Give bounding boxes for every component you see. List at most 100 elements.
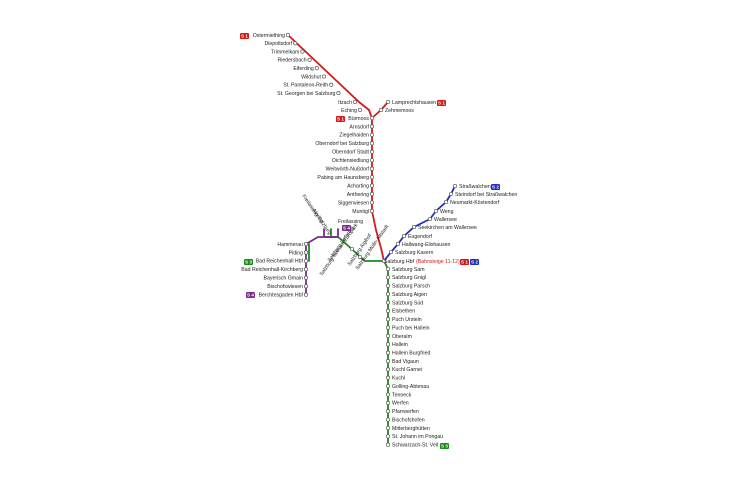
station-marker-st-johann-im-pongau[interactable] [385, 434, 391, 439]
station-label-eugendorf: Eugendorf [408, 234, 432, 240]
station-marker-oberalm[interactable] [385, 333, 391, 339]
station-marker-steindorf-bei-strasswalchen[interactable] [448, 191, 454, 197]
station-marker-bad-reichenhall-hbf[interactable] [303, 258, 309, 263]
station-marker-werfen[interactable] [385, 400, 391, 405]
station-marker-st-pantaleon-reith[interactable] [329, 82, 334, 87]
station-marker-st-georgen-bei-salzburg[interactable] [336, 91, 341, 96]
station-label-weng: Weng [440, 209, 454, 215]
station-marker-bischofswiesen[interactable] [303, 284, 309, 289]
station-label-salzburg-parsch: Salzburg Parsch [392, 284, 430, 290]
station-marker-bad-vigaun[interactable] [385, 359, 391, 364]
station-marker-neumarkt-kostendorf[interactable] [443, 199, 449, 205]
station-label-freilassing: Freilassing [338, 219, 363, 225]
station-marker-weng[interactable] [433, 208, 439, 214]
station-label-oberndorf-bei-salzburg: Oberndorf bei Salzburg [315, 141, 369, 147]
station-marker-puch-bei-hallein[interactable] [385, 325, 391, 330]
svg-text:S 1: S 1 [337, 117, 344, 122]
station-marker-tenneck[interactable] [385, 392, 391, 397]
station-marker-pabing-am-haunsberg[interactable] [369, 175, 375, 180]
station-marker-eugendorf[interactable] [401, 233, 407, 239]
station-marker-wallersee[interactable] [427, 216, 433, 222]
station-marker-piding[interactable] [303, 250, 309, 255]
station-label-salzburg-kasern: Salzburg Kasern [395, 250, 433, 256]
station-label-burmoos: Bürmoos [348, 116, 369, 122]
station-marker-hammerau[interactable] [303, 241, 309, 247]
station-label-ostermiething: Ostermiething [253, 33, 285, 39]
station-marker-bayerisch-gmain[interactable] [303, 275, 309, 280]
station-marker-anthering[interactable] [369, 192, 375, 197]
station-marker-weitworth-nussdorf[interactable] [369, 166, 375, 171]
svg-text:S 3: S 3 [245, 260, 252, 265]
line-badge-s3: S 3 [440, 443, 449, 449]
station-marker-burmoos[interactable] [369, 115, 375, 121]
station-marker-hallein-burgfried[interactable] [385, 350, 391, 355]
station-marker-salzburg-kasern[interactable] [388, 249, 394, 255]
station-marker-ostermiething[interactable] [285, 32, 291, 38]
line-badge-s4: S 4 [342, 225, 351, 231]
station-label-werfen: Werfen [392, 401, 409, 407]
station-marker-lamprechtshausen[interactable] [385, 99, 391, 105]
station-marker-eching[interactable] [357, 107, 363, 113]
station-marker-hallein[interactable] [385, 342, 391, 347]
station-label-hallwang-elixhausen: Hallwang-Elixhausen [402, 242, 451, 248]
station-label-seekirchen-am-wallersee: Seekirchen am Wallersee [418, 225, 477, 231]
station-marker-salzburg-taxham-europark[interactable] [349, 246, 355, 252]
station-label-eiferding: Eiferding [293, 66, 314, 72]
station-marker-golling-abtenau[interactable] [385, 384, 391, 389]
station-marker-wildshut[interactable] [321, 74, 327, 79]
track-s2 [383, 185, 456, 262]
track-s1-north [287, 34, 370, 111]
line-badge-s2: S 2 [491, 184, 500, 190]
station-marker-acharting[interactable] [369, 183, 375, 188]
station-marker-oberndorf-bei-salzburg[interactable] [369, 141, 375, 146]
station-marker-berchtesgaden-hbf[interactable] [303, 292, 309, 297]
station-label-schwarzach-st-veit: Schwarzach-St. Veit [392, 443, 439, 449]
station-marker-zehmemoos[interactable] [378, 107, 384, 113]
station-marker-arnsdorf[interactable] [369, 124, 375, 129]
station-marker-pfarrwerfen[interactable] [385, 409, 391, 414]
station-marker-salzburg-sam[interactable] [385, 266, 391, 272]
svg-text:S 3: S 3 [441, 444, 448, 449]
station-marker-siggerwiesen[interactable] [369, 200, 375, 205]
station-marker-salzburg-hbf[interactable] [381, 258, 387, 264]
station-label-pfarrwerfen: Pfarrwerfen [392, 409, 419, 415]
station-label-salzburg-hbf: Salzburg Hbf [384, 259, 415, 265]
station-marker-salzburg-parsch[interactable] [385, 283, 391, 288]
station-marker-eiferding[interactable] [314, 66, 319, 71]
station-marker-schwarzach-st-veit[interactable] [385, 442, 391, 447]
station-label-st-georgen-bei-salzburg: St. Georgen bei Salzburg [277, 91, 335, 97]
label-layer: OstermiethingDiepoltsdorfTrimmelkamRiede… [241, 33, 517, 449]
station-marker-riedersbach[interactable] [307, 57, 312, 62]
station-marker-salzburg-sud[interactable] [385, 300, 391, 305]
station-label-st-pantaleon-reith: St. Pantaleon-Reith [283, 83, 328, 89]
station-label-oberndorf-stadt: Oberndorf Stadt [332, 150, 369, 156]
station-marker-kuchl[interactable] [385, 375, 391, 380]
station-label-hallein-burgfried: Hallein Burgfried [392, 351, 430, 357]
station-marker-puch-urstein[interactable] [385, 317, 391, 322]
station-label-salzburg-gnigl: Salzburg Gnigl [392, 275, 426, 281]
station-marker-ziegelhaiden[interactable] [369, 132, 375, 137]
station-label-kuchl: Kuchl [392, 376, 405, 382]
station-marker-oichtensiedlung[interactable] [369, 158, 375, 163]
station-marker-kuchl-garnei[interactable] [385, 367, 391, 372]
station-marker-strasswalchen[interactable] [452, 183, 458, 189]
station-marker-salzburg-aigen[interactable] [385, 292, 391, 297]
station-marker-muntigl[interactable] [369, 208, 375, 214]
station-marker-salzburg-gnigl[interactable] [385, 275, 391, 280]
station-marker-elsbethen[interactable] [385, 308, 391, 313]
station-label-st-johann-im-pongau: St. Johann im Pongau [392, 434, 443, 440]
station-marker-seekirchen-am-wallersee[interactable] [411, 224, 417, 230]
line-badge-s1: S 1 [240, 33, 249, 39]
station-marker-diepoltsdorf[interactable] [293, 41, 298, 46]
station-marker-hallwang-elixhausen[interactable] [395, 241, 401, 247]
station-label-elsbethen: Elsbethen [392, 309, 415, 315]
station-marker-bischofshofen[interactable] [385, 417, 391, 422]
station-marker-mitterberghutten[interactable] [385, 425, 391, 431]
station-marker-oberndorf-stadt[interactable] [369, 149, 375, 154]
station-marker-trimmelkam[interactable] [300, 49, 305, 54]
svg-text:S 4: S 4 [343, 226, 350, 231]
station-label-siggerwiesen: Siggerwiesen [338, 200, 369, 206]
station-marker-bad-reichenhall-kirchberg[interactable] [303, 267, 309, 272]
station-marker-itzach[interactable] [352, 99, 358, 105]
station-marker-salzburg-liefering[interactable] [357, 254, 363, 260]
